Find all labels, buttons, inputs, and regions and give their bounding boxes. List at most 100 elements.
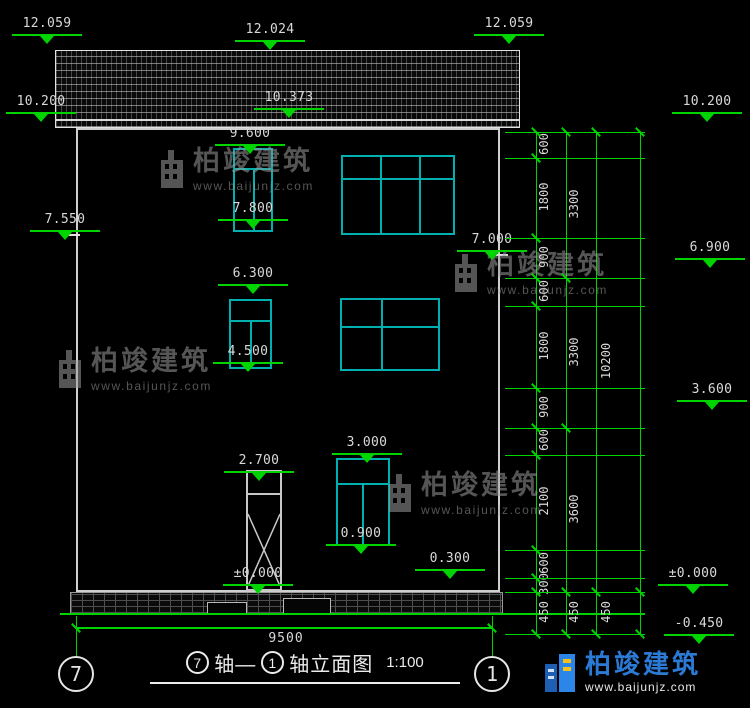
elevation-triangle-icon (241, 364, 255, 372)
roof-tile-hatch (55, 50, 520, 128)
elevation-triangle-icon (58, 232, 72, 240)
chain-dimension-value: 3300 (567, 337, 581, 367)
elevation-line (677, 400, 747, 410)
window-mullion (342, 326, 438, 328)
elevation-line (254, 108, 324, 118)
elevation-line (12, 34, 82, 44)
elevation-value: -0.450 (674, 616, 724, 631)
wall-level-tick-right (496, 254, 508, 256)
elevation-line (326, 544, 396, 554)
watermark-url: www.baijunjz.com (487, 283, 608, 297)
dimension-extension-line (505, 578, 645, 579)
title-text-2: 轴立面图 (289, 654, 374, 676)
elevation-line (6, 112, 76, 122)
elevation-triangle-icon (246, 221, 260, 229)
wall-level-tick-left (68, 234, 80, 236)
elevation-marker: 2.700 (224, 453, 294, 481)
elevation-triangle-icon (40, 36, 54, 44)
dimension-chain-line (566, 132, 567, 634)
elevation-triangle-icon (443, 571, 457, 579)
axis-bubble-1-label: 1 (485, 662, 499, 686)
dimension-chain-line (536, 132, 537, 634)
dimension-extension-line (505, 132, 645, 133)
dimension-chain-line (640, 132, 641, 634)
elevation-line (675, 258, 745, 268)
elevation-marker: 12.024 (235, 22, 305, 50)
dimension-extension-line (505, 238, 645, 239)
elevation-line (457, 250, 527, 260)
elevation-value: 4.500 (227, 344, 269, 359)
elevation-marker: 9.600 (215, 126, 285, 154)
elevation-triangle-icon (692, 636, 706, 644)
elevation-triangle-icon (703, 260, 717, 268)
door-leaf-lines (248, 493, 280, 587)
brand-logo-name: 柏竣建筑 (585, 649, 702, 679)
window-mullion (250, 320, 252, 367)
entry-step-right (283, 598, 331, 614)
elevation-value: 9.600 (229, 126, 271, 141)
watermark-url: www.baijunjz.com (421, 503, 542, 517)
elevation-triangle-icon (686, 586, 700, 594)
watermark-url: www.baijunjz.com (91, 379, 212, 393)
window-mid-main (340, 298, 440, 371)
elevation-marker: ±0.000 (223, 566, 293, 594)
elevation-line (218, 284, 288, 294)
elevation-value: 10.200 (16, 94, 66, 109)
elevation-line (223, 584, 293, 594)
watermark: 柏竣建筑 www.baijunjz.com (158, 146, 314, 193)
window-2f-stair (233, 148, 273, 232)
elevation-line (415, 569, 485, 579)
elevation-line (658, 584, 728, 594)
bottom-dimension-value: 9500 (268, 631, 304, 646)
elevation-line (474, 34, 544, 44)
dimension-extension-line (505, 550, 645, 551)
watermark-building-icon (455, 254, 477, 292)
window-mullion (419, 157, 421, 233)
elevation-triangle-icon (252, 473, 266, 481)
window-mullion (253, 168, 255, 230)
elevation-line (672, 112, 742, 122)
dimension-extension-line (505, 278, 645, 279)
roof-fascia-line (55, 119, 520, 121)
elevation-triangle-icon (263, 42, 277, 50)
dimension-extension-line (76, 616, 77, 658)
elevation-marker: 10.373 (254, 90, 324, 118)
elevation-value: ±0.000 (233, 566, 283, 581)
elevation-line (235, 40, 305, 50)
axis-bubble-1: 1 (474, 656, 510, 692)
dimension-extension-line (505, 158, 645, 159)
elevation-value: 12.059 (22, 16, 72, 31)
brand-logo-url: www.baijunjz.com (585, 680, 697, 694)
elevation-value: 7.550 (44, 212, 86, 227)
elevation-line (332, 453, 402, 463)
elevation-triangle-icon (705, 402, 719, 410)
window-mullion (380, 157, 382, 233)
elevation-triangle-icon (360, 455, 374, 463)
elevation-value: 10.373 (264, 90, 314, 105)
chain-dimension-value: 10200 (599, 342, 613, 380)
elevation-triangle-icon (502, 36, 516, 44)
dimension-extension-line (492, 616, 493, 658)
dimension-extension-line (505, 306, 645, 307)
elevation-line (664, 634, 734, 644)
elevation-marker: -0.450 (664, 616, 734, 644)
axis-bubble-7-label: 7 (69, 662, 83, 686)
title-axis-circle-7: 7 (186, 651, 210, 674)
elevation-triangle-icon (485, 252, 499, 260)
elevation-line (213, 362, 283, 372)
elevation-value: 7.800 (232, 201, 274, 216)
elevation-value: 6.300 (232, 266, 274, 281)
elevation-line (224, 471, 294, 481)
chain-dimension-value: 3300 (567, 189, 581, 219)
elevation-line (30, 230, 100, 240)
elevation-value: 0.300 (429, 551, 471, 566)
dimension-extension-line (505, 592, 645, 593)
chain-dimension-value: 2100 (537, 486, 551, 516)
watermark-name: 柏竣建筑 (421, 470, 541, 500)
brand-logo: 柏竣建筑 www.baijunjz.com (543, 650, 701, 694)
dimension-chain-line (596, 132, 597, 634)
chain-dimension-value: 450 (599, 601, 613, 623)
elevation-marker: 4.500 (213, 344, 283, 372)
elevation-marker: 3.600 (677, 382, 747, 410)
